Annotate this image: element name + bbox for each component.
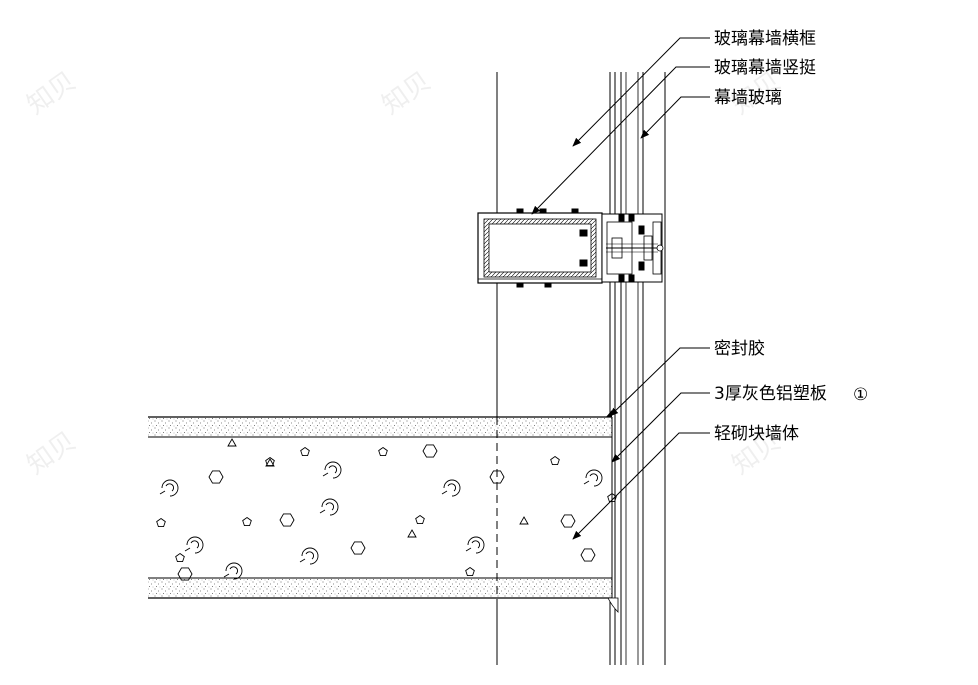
transom-clip [539,208,547,214]
aggregate-triangle [265,458,275,467]
leader-wall [572,432,710,540]
transom-profile [477,208,603,288]
glass-gasket [628,214,635,222]
aggregate-hexagon [177,567,193,581]
aggregate-triangle [227,438,237,447]
transom-gasket [579,259,588,267]
leader-glass [640,96,710,139]
aggregate-spiral [465,536,485,554]
transom-clip [516,208,524,214]
leader-sealant [609,347,710,417]
label-panel: 3厚灰色铝塑板 [714,384,827,404]
aggregate-spiral [322,461,342,479]
transom-clip [516,282,524,288]
sealant-fillet [607,597,619,613]
watermark: 知贝 [377,66,437,120]
aggregate-pentagon [242,516,252,527]
label-glass: 幕墙玻璃 [714,88,782,108]
spacer-block [638,225,645,235]
pressure-plate [643,235,653,261]
bolt-head [656,244,664,252]
aggregate-hexagon [580,548,596,562]
aggregate-spiral [159,479,179,497]
aggregate-hexagon [560,514,576,528]
glass-gasket [618,274,625,282]
aggregate-pentagon [175,552,185,563]
glass-gasket [618,214,625,222]
transom-clip [544,282,552,288]
transom-clip [571,208,579,214]
aggregate-triangle [519,516,529,525]
aggregate-spiral [583,469,603,487]
watermark: 知贝 [22,426,82,480]
watermark: 知贝 [22,66,82,120]
glass-gasket [628,274,635,282]
aggregate-hexagon [208,470,224,484]
aggregate-hexagon [489,470,505,484]
wall-aggregate [156,438,617,581]
leader-mullion [531,66,710,215]
aggregate-pentagon [550,455,560,466]
label-wall: 轻砌块墙体 [714,424,799,444]
spacer-block [638,261,645,271]
aggregate-spiral [319,498,339,516]
wall-plaster-bottom [148,578,612,598]
mullion-connection [601,213,664,283]
aggregate-hexagon [422,444,438,458]
aggregate-hexagon [350,541,366,555]
wall-plaster-top [148,417,612,437]
aggregate-triangle [407,529,417,538]
leader-lines [531,37,710,540]
label-sealant: 密封胶 [714,339,765,359]
aggregate-pentagon [378,446,388,457]
label-mullion: 玻璃幕墙竖挺 [714,58,816,78]
aggregate-pentagon [300,446,310,457]
leader-panel [611,392,710,463]
leader-transom [572,37,710,147]
block-wall [148,410,619,613]
transom-gasket [579,229,588,237]
aggregate-spiral [299,547,319,565]
aggregate-hexagon [279,513,295,527]
aggregate-pentagon [415,514,425,525]
aggregate-pentagon [156,517,166,528]
transom-inner-cavity [488,223,592,273]
aggregate-spiral [184,536,204,554]
label-panel-marker: ① [853,385,868,405]
label-transom: 玻璃幕墙横框 [714,29,816,49]
vertical-lines [496,72,666,665]
sealant-top [606,410,612,417]
aggregate-pentagon [465,566,475,577]
aggregate-spiral [441,479,461,497]
bolt-nut [611,237,623,259]
aggregate-spiral [223,562,243,580]
callout-labels: 玻璃幕墙横框 玻璃幕墙竖挺 幕墙玻璃 密封胶 3厚灰色铝塑板 ① 轻砌块墙体 [714,29,868,444]
